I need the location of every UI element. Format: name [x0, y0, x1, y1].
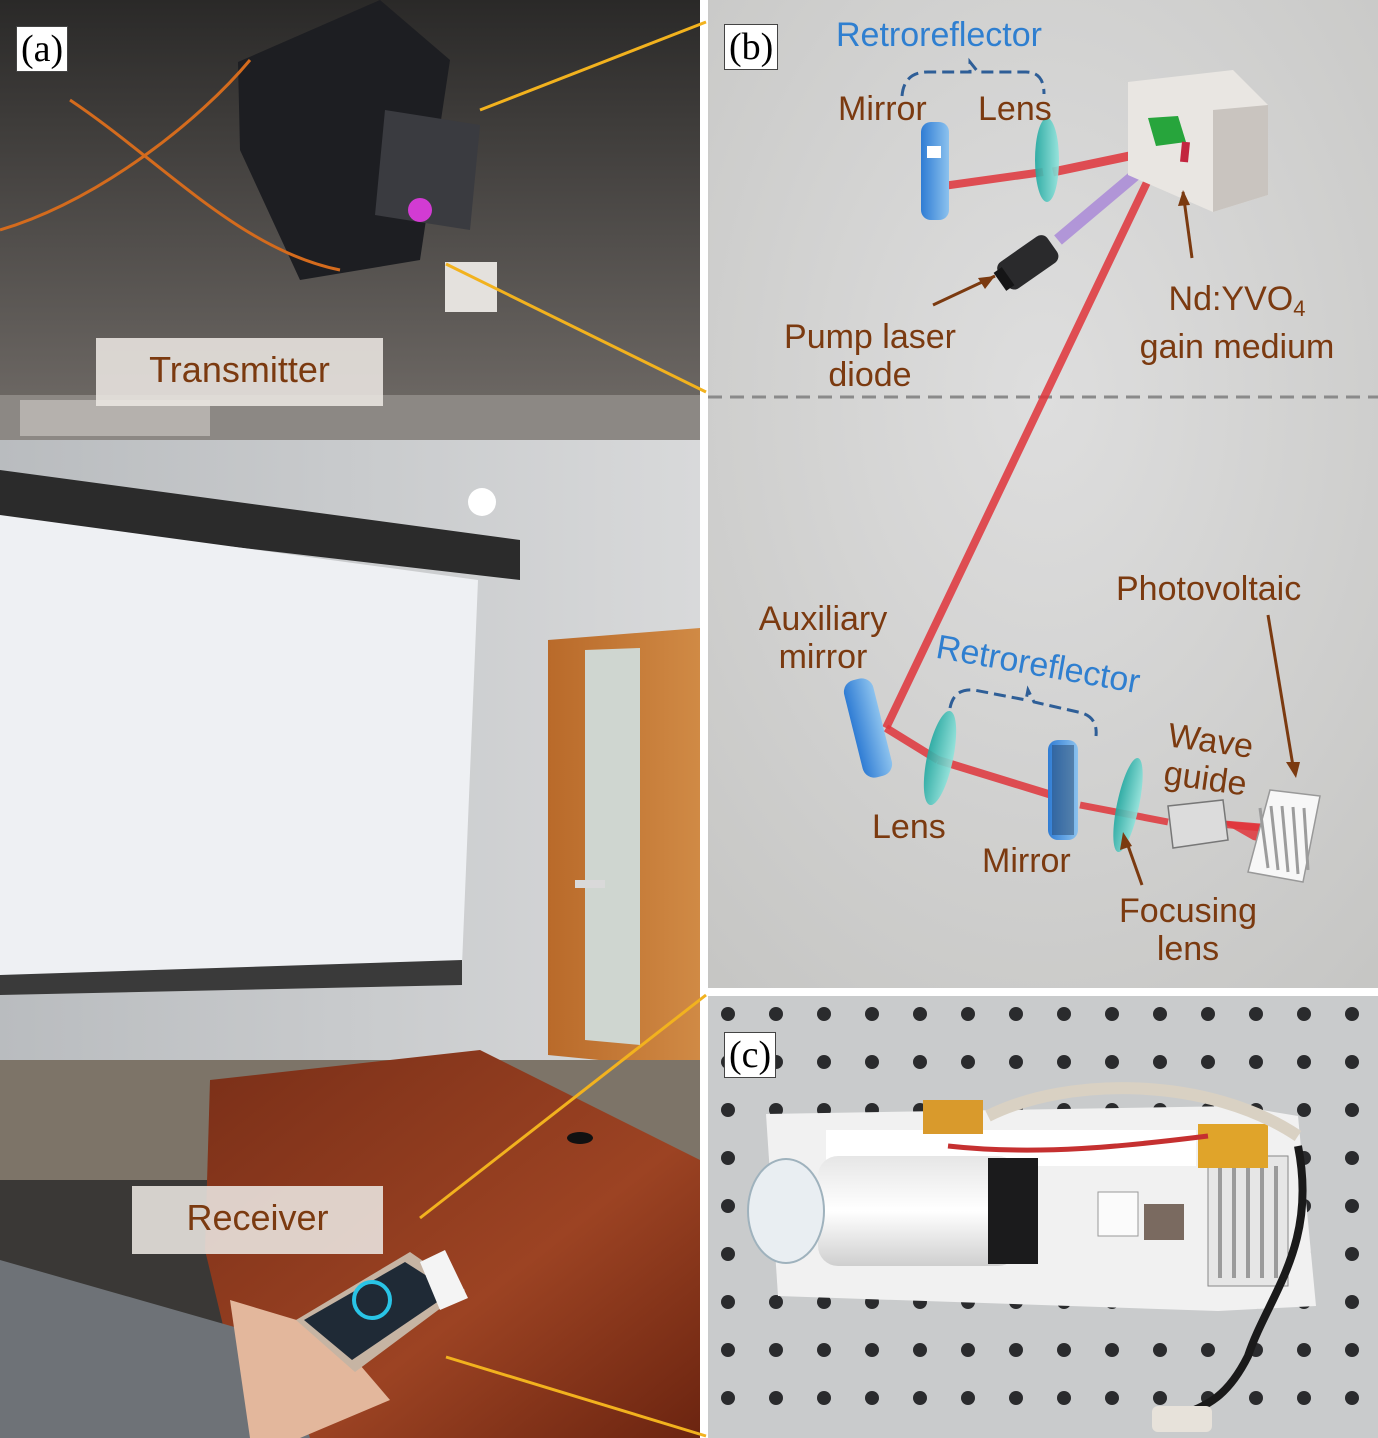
beam-long-path: [882, 153, 1164, 730]
phone-charging-ring: [352, 1280, 392, 1320]
pump-laser-diode: [993, 235, 1059, 291]
white-cable: [985, 1082, 1302, 1141]
auxiliary-label-line1: Auxiliary: [758, 600, 888, 638]
gain-crystal-mount: [1180, 141, 1190, 163]
focusing-lens-label: Focusing lens: [1088, 892, 1288, 968]
panel-a-photo: (a) Transmitter Receiver: [0, 0, 700, 1438]
cable-connector: [1152, 1406, 1212, 1432]
receiver-photo-illustration: [708, 996, 1378, 1438]
screen-bar: [0, 960, 462, 995]
panel-a-tag: (a): [16, 26, 69, 72]
receiver-label: Receiver: [132, 1186, 383, 1254]
heatsink-fins: [1218, 1166, 1278, 1278]
top-mirror: [921, 122, 949, 220]
top-retroreflector-label: Retroreflector: [836, 16, 1042, 54]
transmitter-led: [408, 198, 432, 222]
black-cable: [1176, 1145, 1307, 1420]
focusing-arrow: [1124, 839, 1144, 886]
circuit-board: [923, 1100, 983, 1134]
top-retroreflector-bracket: [900, 57, 1046, 97]
bottom-lens: [923, 710, 957, 806]
bottom-mirror-label: Mirror: [982, 842, 1071, 880]
pump-label-line1: Pump laser: [784, 318, 956, 356]
beam-mirror-lens: [935, 168, 1044, 191]
screen-case: [0, 470, 520, 580]
ceiling-sensor: [445, 262, 497, 312]
gain-arrowhead: [1178, 190, 1190, 206]
auxiliary-mirror-label: Auxiliary mirror: [738, 600, 908, 676]
table-grommet: [567, 1132, 593, 1144]
pv-arrow: [1266, 614, 1295, 767]
focusing-label-line2: lens: [1156, 930, 1220, 968]
pump-arrowhead: [978, 276, 995, 289]
gain-medium-label: Nd:YVO4 gain medium: [1112, 280, 1362, 366]
phone-screen: [304, 1262, 452, 1360]
gain-label-line2: gain medium: [1139, 328, 1335, 366]
top-mirror-glint: [927, 146, 941, 158]
gain-label-line1: Nd:YVO4: [1112, 280, 1362, 328]
kapton-tape: [1198, 1124, 1268, 1168]
focusing-arrowhead: [1120, 832, 1132, 850]
bottom-lens-label: Lens: [872, 808, 946, 846]
lens-tube: [818, 1156, 1018, 1266]
gain-housing-side: [1213, 105, 1268, 212]
optical-diagram: [708, 0, 1378, 988]
person-sleeve: [0, 1260, 310, 1438]
gain-label-subscript: 4: [1293, 296, 1306, 321]
bottom-retroreflector-bracket: [948, 685, 1098, 737]
tube-collar: [988, 1158, 1038, 1264]
receiver-module: [420, 1250, 468, 1310]
transmitter-label: Transmitter: [96, 338, 383, 406]
pump-label-line2: diode: [828, 356, 912, 394]
beam-lens-mirror: [936, 756, 1070, 804]
door-handle: [575, 880, 605, 888]
auxiliary-label-line2: mirror: [778, 638, 868, 676]
photovoltaic-label: Photovoltaic: [1116, 570, 1302, 608]
person-hand: [230, 1300, 390, 1438]
ceiling-light: [468, 488, 496, 516]
red-wire: [947, 1133, 1209, 1153]
projector-screen: [0, 515, 478, 985]
panel-b-diagram: (b) Retroreflector Mirror Lens Pump lase…: [708, 0, 1378, 988]
gain-crystal: [1148, 116, 1186, 146]
panel-c-tag: (c): [724, 1032, 777, 1078]
waveguide-holder: [1097, 1191, 1139, 1237]
top-lens: [1035, 118, 1059, 202]
panel-b-tag: (b): [724, 24, 779, 70]
auxiliary-mirror: [843, 678, 893, 778]
pump-laser-label: Pump laser diode: [760, 318, 980, 394]
top-mirror-label: Mirror: [838, 90, 927, 128]
fiber-cable: [69, 98, 341, 272]
top-lens-label: Lens: [978, 90, 1052, 128]
gain-label-prefix: Nd:YVO: [1168, 280, 1294, 318]
fiber-cable-2: [0, 59, 252, 232]
ceiling-vent: [20, 400, 210, 436]
panel-c-photo: (c): [708, 996, 1378, 1438]
pv-arrowhead: [1286, 762, 1300, 778]
pv-fins: [1258, 805, 1310, 875]
transmitter-heatsink: [375, 110, 480, 230]
focusing-label-line1: Focusing: [1119, 892, 1257, 930]
waveguide: [1167, 799, 1229, 849]
bottom-mirror-face: [1052, 745, 1074, 835]
receiver-lens: [747, 1158, 825, 1264]
focusing-lens: [1113, 757, 1143, 853]
door-glass: [585, 648, 640, 1045]
room-scene-illustration: [0, 0, 700, 1438]
waveguide-crystal: [1144, 1204, 1184, 1240]
